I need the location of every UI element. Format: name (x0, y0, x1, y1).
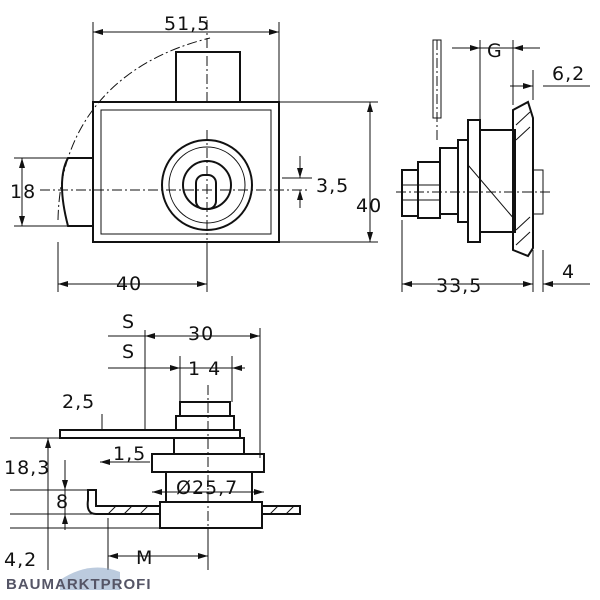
dim-4-2: 4,2 (4, 549, 37, 571)
lock-body (92, 101, 280, 243)
dim-30: 30 (188, 323, 214, 345)
dim-1-5: 1,5 (113, 443, 146, 465)
dim-s-2: S (122, 341, 135, 363)
side-view: G 6,2 33,5 4 (396, 39, 590, 297)
watermark-logo (60, 567, 120, 590)
dim-40-vertical: 40 (356, 195, 382, 217)
dim-18: 18 (10, 181, 36, 203)
dim-3-5: 3,5 (316, 175, 349, 197)
dim-m: M (136, 547, 153, 569)
bottom-view: S S 30 1 4 2,5 1,5 18,3 8 (4, 311, 301, 571)
dim-6-2: 6,2 (552, 63, 585, 85)
dim-18-3: 18,3 (4, 457, 50, 479)
dim-40-bottom: 40 (116, 273, 142, 295)
dim-4: 4 (562, 261, 575, 283)
dim-51-5: 51,5 (164, 13, 210, 35)
dim-g: G (487, 40, 503, 62)
dim-8: 8 (56, 491, 69, 513)
dim-diameter-25-7: Ø25,7 (176, 477, 238, 499)
dim-33-5: 33,5 (436, 275, 482, 297)
dim-14: 1 4 (188, 358, 221, 380)
dim-2-5: 2,5 (62, 391, 95, 413)
watermark-text: BAUMARKTPROFI (6, 576, 152, 593)
dim-s-1: S (122, 311, 135, 333)
front-view: 51,5 18 3,5 40 40 (10, 13, 382, 295)
